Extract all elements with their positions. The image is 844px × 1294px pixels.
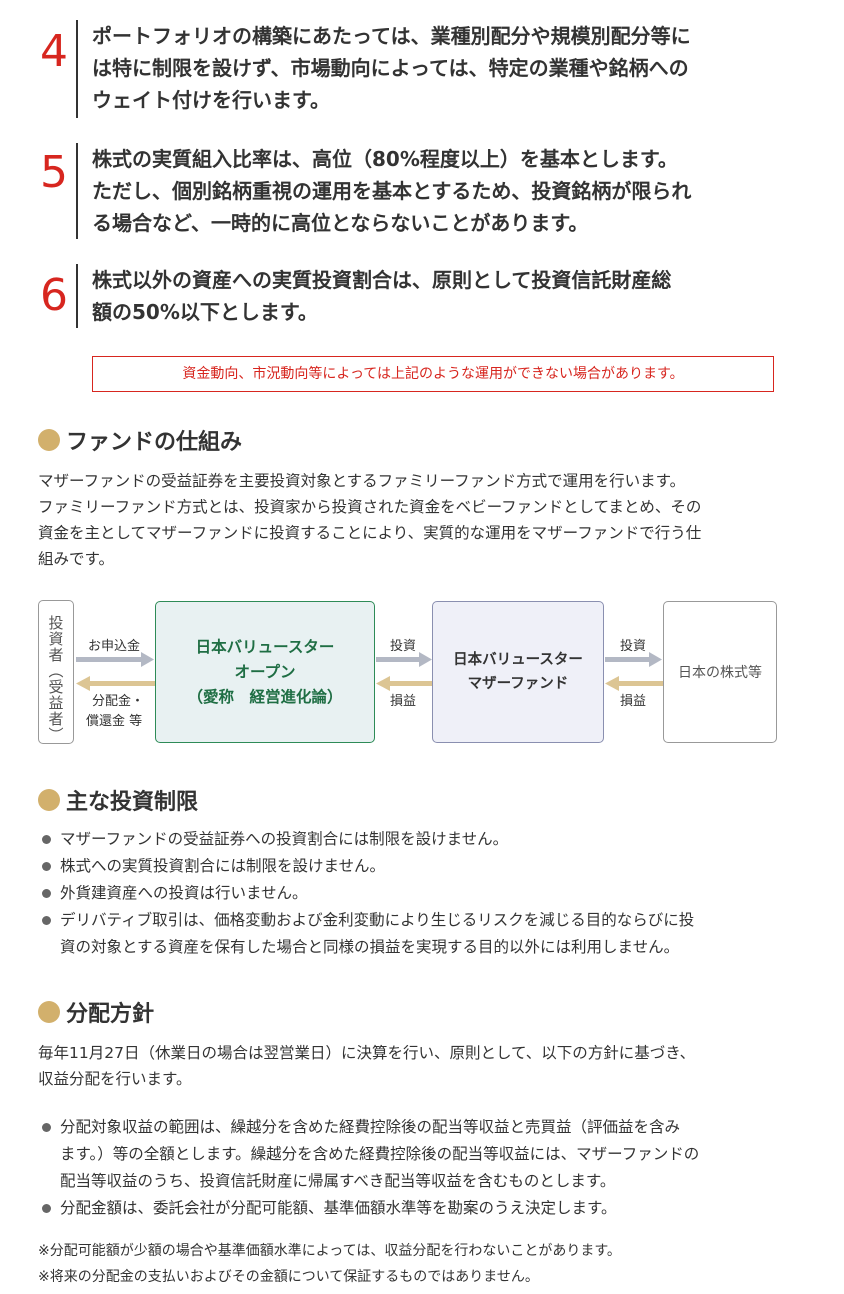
policy-text: 株式以外の資産への実質投資割合は、原則として投資信託財産総 額の50%以下としま… [92,264,792,328]
distribution-notes: ※分配可能額が少額の場合や基準価額水準によっては、収益分配を行わないことがありま… [38,1238,621,1290]
section-heading-mechanism: ファンドの仕組み [38,424,242,456]
policy-line: ただし、個別銘柄重視の運用を基本とするため、投資銘柄が限られ [92,179,692,203]
note-line: ※将来の分配金の支払いおよびその金額について保証するものではありません。 [38,1269,539,1285]
bullet-icon [42,1204,51,1213]
paragraph-line: 資金を主としてマザーファンドに投資することにより、実質的な運用をマザーファンドで… [38,524,702,542]
bullet-icon [42,835,51,844]
policy-line: ウェイト付けを行います。 [92,88,330,112]
heading-text: 主な投資制限 [66,790,199,815]
paragraph-line: ファミリーファンド方式とは、投資家から投資された資金をベビーファンドとしてまとめ… [38,498,702,516]
notice-box: 資金動向、市況動向等によっては上記のような運用ができない場合があります。 [92,356,774,392]
policy-line: 株式の実質組入比率は、高位（80%程度以上）を基本とします。 [92,147,678,171]
list-item-text: 配当等収益のうち、投資信託財産に帰属すべき配当等収益を含むものとします。 [60,1172,616,1190]
stocks-box: 日本の株式等 [663,601,777,743]
arrow-left-icon [376,676,432,691]
bullet-dot-icon [38,429,60,451]
list-item: 外貨建資産への投資は行いません。 [42,880,802,907]
mechanism-paragraph: マザーファンドの受益証券を主要投資対象とするファミリーファンド方式で運用を行いま… [38,468,788,572]
bullet-icon [42,862,51,871]
policy-number: 6 [40,270,68,321]
investor-label: 投資者（受益者） [46,615,65,743]
label-pl-2: 損益 [620,694,647,709]
note-line: ※分配可能額が少額の場合や基準価額水準によっては、収益分配を行わないことがありま… [38,1243,621,1259]
mother-fund-line: 日本バリュースター [453,652,583,668]
policy-line: 額の50%以下とします。 [92,300,318,324]
label-invest-1: 投資 [390,639,417,654]
list-item-text: デリバティブ取引は、価格変動および金利変動により生じるリスクを減じる目的ならびに… [60,911,695,929]
paragraph-line: 組みです。 [38,550,114,568]
heading-text: ファンドの仕組み [66,430,243,455]
list-item: 分配対象収益の範囲は、繰越分を含めた経費控除後の配当等収益と売買益（評価益を含み… [42,1114,802,1195]
policy-text: ポートフォリオの構築にあたっては、業種別配分や規模別配分等に は特に制限を設けず… [92,20,792,116]
arrow-right-icon [605,652,662,667]
section-heading-distribution: 分配方針 [38,996,154,1028]
policy-line: ポートフォリオの構築にあたっては、業種別配分や規模別配分等に [92,24,691,48]
bullet-icon [42,889,51,898]
policy-6: 6 株式以外の資産への実質投資割合は、原則として投資信託財産総 額の50%以下と… [36,264,796,330]
policy-divider [76,264,78,328]
list-item-text: ます。）等の全額とします。繰越分を含めた経費控除後の配当等収益には、マザーファン… [60,1145,700,1163]
arrow-left-icon [605,676,663,691]
fund-box: 日本バリュースター オープン （愛称 経営進化論） [155,601,375,743]
distribution-paragraph: 毎年11月27日（休業日の場合は翌営業日）に決算を行い、原則として、以下の方針に… [38,1040,788,1092]
stocks-label: 日本の株式等 [678,665,762,681]
policy-text: 株式の実質組入比率は、高位（80%程度以上）を基本とします。 ただし、個別銘柄重… [92,143,792,239]
label-distribution-2: 償還金 等 [86,714,143,729]
policy-line: 株式以外の資産への実質投資割合は、原則として投資信託財産総 [92,268,672,292]
arrow-right-icon [376,652,432,667]
policy-number: 4 [40,26,68,77]
paragraph-line: 収益分配を行います。 [38,1070,192,1088]
fund-name-line: オープン [234,662,296,681]
policy-divider [76,143,78,239]
mother-fund-box: 日本バリュースター マザーファンド [432,601,604,743]
mother-fund-line: マザーファンド [467,676,569,692]
heading-text: 分配方針 [66,1002,155,1027]
fund-name-line: 日本バリュースター [195,637,335,656]
arrow-left-icon [76,676,155,691]
list-item-text: 分配金額は、委託会社が分配可能額、基準価額水準等を勘案のうえ決定します。 [60,1199,617,1217]
fund-name-line: （愛称 経営進化論） [187,687,343,706]
bullet-icon [42,916,51,925]
list-item-text: 資の対象とする資産を保有した場合と同様の損益を実現する目的以外には利用しません。 [60,938,680,956]
arrow-right-icon [76,652,154,667]
list-item: デリバティブ取引は、価格変動および金利変動により生じるリスクを減じる目的ならびに… [42,907,802,961]
list-item-text: 外貨建資産への投資は行いません。 [60,884,308,902]
restrictions-list: マザーファンドの受益証券への投資割合には制限を設けません。 株式への実質投資割合… [42,826,802,961]
bullet-dot-icon [38,789,60,811]
label-invest-2: 投資 [620,639,647,654]
list-item-text: 株式への実質投資割合には制限を設けません。 [60,857,386,875]
distribution-list: 分配対象収益の範囲は、繰越分を含めた経費控除後の配当等収益と売買益（評価益を含み… [42,1114,802,1222]
label-pl-1: 損益 [390,694,417,709]
list-item-text: 分配対象収益の範囲は、繰越分を含めた経費控除後の配当等収益と売買益（評価益を含み [60,1118,681,1136]
list-item: マザーファンドの受益証券への投資割合には制限を設けません。 [42,826,802,853]
paragraph-line: マザーファンドの受益証券を主要投資対象とするファミリーファンド方式で運用を行いま… [38,472,686,490]
policy-line: る場合など、一時的に高位とならないことがあります。 [92,211,589,235]
label-subscription: お申込金 [88,639,141,654]
bullet-dot-icon [38,1001,60,1023]
policy-line: は特に制限を設けず、市場動向によっては、特定の業種や銘柄への [92,56,689,80]
policy-number: 5 [40,147,68,198]
paragraph-line: 毎年11月27日（休業日の場合は翌営業日）に決算を行い、原則として、以下の方針に… [38,1044,696,1062]
list-item: 株式への実質投資割合には制限を設けません。 [42,853,802,880]
section-heading-restrictions: 主な投資制限 [38,784,198,816]
policy-4: 4 ポートフォリオの構築にあたっては、業種別配分や規模別配分等に は特に制限を設… [36,20,796,118]
bullet-icon [42,1123,51,1132]
list-item: 分配金額は、委託会社が分配可能額、基準価額水準等を勘案のうえ決定します。 [42,1195,802,1222]
label-distribution-1: 分配金・ [92,694,145,709]
policy-divider [76,20,78,118]
investor-box: 投資者（受益者） [38,600,74,744]
policy-5: 5 株式の実質組入比率は、高位（80%程度以上）を基本とします。 ただし、個別銘… [36,143,796,241]
list-item-text: マザーファンドの受益証券への投資割合には制限を設けません。 [60,830,509,848]
